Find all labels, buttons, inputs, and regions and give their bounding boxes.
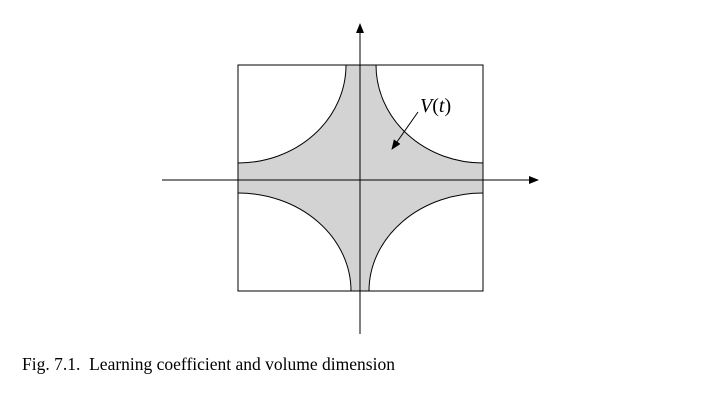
boundary-curve-top-left (237, 64, 347, 164)
boundary-curve-top-right (375, 64, 484, 164)
region-label-open-paren: ( (432, 95, 439, 117)
region-label-close-paren: ) (444, 95, 451, 117)
corner-top-right-empty (376, 65, 483, 163)
boundary-curve-bottom-left (237, 192, 352, 292)
corner-bottom-right-empty (369, 193, 483, 291)
label-pointer-arrow (391, 111, 419, 150)
volume-dimension-diagram: V(t) (162, 23, 539, 334)
region-label-v: V (420, 95, 435, 117)
corner-bottom-left-empty (238, 193, 351, 291)
caption-number: Fig. 7.1. (22, 354, 81, 374)
corner-top-left-empty (238, 65, 346, 163)
figure-caption: Fig. 7.1. Learning coefficient and volum… (22, 354, 395, 375)
boundary-curve-bottom-right (368, 192, 484, 292)
caption-text: Learning coefficient and volume dimensio… (89, 354, 395, 374)
region-label-t: t (439, 95, 445, 117)
region-label: V(t) (420, 95, 451, 117)
